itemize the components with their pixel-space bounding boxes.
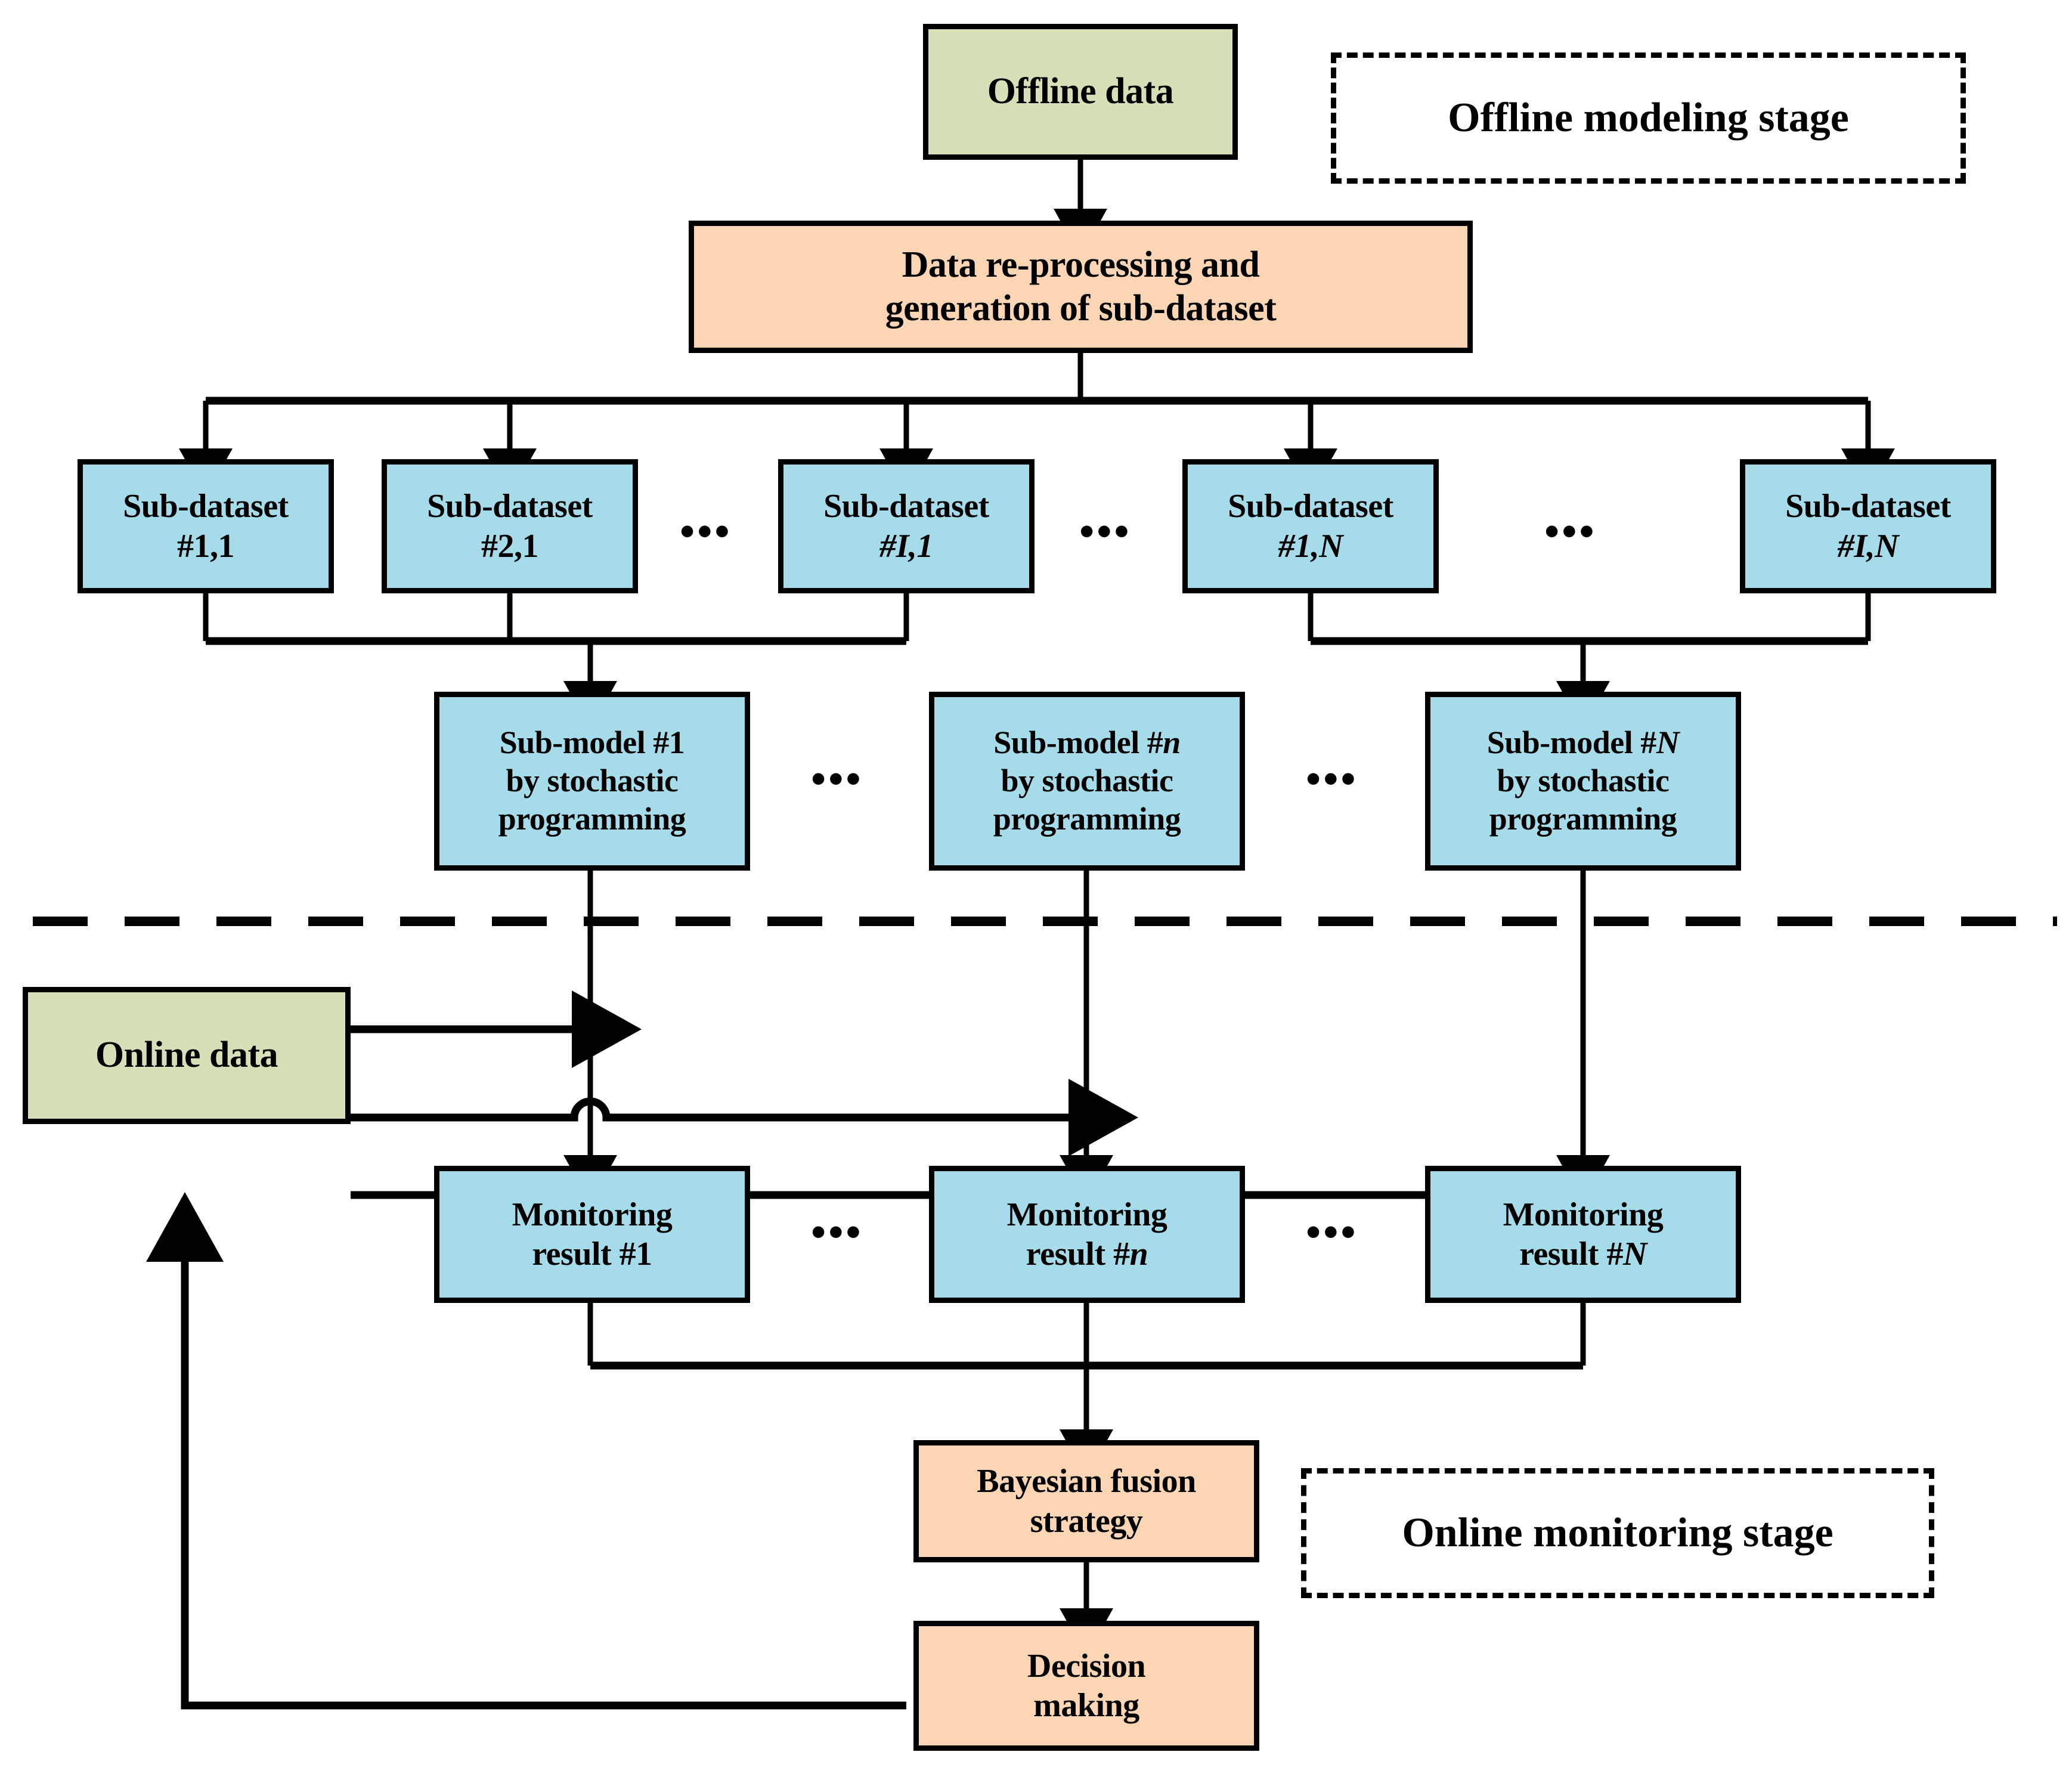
ellipsis-subdataset-row-2: ••• [1079,507,1132,555]
node-submodel-n-line1: Sub-model #n [993,725,1181,761]
node-subdataset-I-1-line2: #I,1 [879,527,933,565]
node-data-preprocessing[interactable]: Data re-processing and generation of sub… [689,221,1473,353]
node-submodel-1-line3: programming [498,800,686,837]
node-online-data-label: Online data [95,1035,278,1076]
node-submodel-N-line3: programming [1489,800,1677,837]
node-bayesian-fusion-line2: strategy [1030,1502,1143,1540]
node-submodel-N-line2: by stochastic [1497,763,1670,799]
node-subdataset-I-N-line2: #I,N [1837,527,1899,565]
node-submodel-1-line1: Sub-model #1 [499,725,685,761]
node-submodel-n-line2: by stochastic [1001,763,1174,799]
node-submodel-n[interactable]: Sub-model #n by stochastic programming [929,692,1245,871]
node-decision-making-line2: making [1033,1687,1139,1724]
node-subdataset-2-1-line2: #2,1 [481,527,539,565]
node-subdataset-2-1-line1: Sub-dataset [427,488,593,525]
node-submodel-N-line1: Sub-model #N [1486,725,1680,761]
ellipsis-submodel-row-1: ••• [811,755,863,803]
node-submodel-1-line2: by stochastic [506,763,679,799]
node-bayesian-fusion-line1: Bayesian fusion [977,1463,1196,1500]
node-subdataset-I-1-line1: Sub-dataset [823,488,989,525]
node-monitoring-result-n-line2: result #n [1026,1236,1148,1273]
ellipsis-monitoring-row-1: ••• [811,1208,863,1256]
ellipsis-monitoring-row-2: ••• [1306,1208,1358,1256]
legend-offline-modeling-stage: Offline modeling stage [1331,52,1966,184]
node-subdataset-1-1-line2: #1,1 [177,527,235,565]
node-data-preprocessing-line1: Data re-processing and [902,244,1260,285]
node-monitoring-result-n-line1: Monitoring [1006,1196,1167,1233]
node-submodel-N[interactable]: Sub-model #N by stochastic programming [1425,692,1741,871]
node-offline-data-label: Offline data [987,71,1174,112]
node-monitoring-result-1-line2: result #1 [532,1236,652,1273]
legend-online-monitoring-stage: Online monitoring stage [1301,1468,1934,1598]
node-subdataset-1-1-line1: Sub-dataset [123,488,289,525]
node-subdataset-1-N-line2: #1,N [1278,527,1343,565]
node-subdataset-I-N[interactable]: Sub-dataset #I,N [1740,459,1996,593]
node-monitoring-result-N-line2: result #N [1519,1236,1647,1273]
node-subdataset-2-1[interactable]: Sub-dataset #2,1 [382,459,638,593]
node-subdataset-1-1[interactable]: Sub-dataset #1,1 [78,459,334,593]
ellipsis-subdataset-row-1: ••• [680,507,732,555]
node-online-data[interactable]: Online data [23,987,351,1124]
node-monitoring-result-1-line1: Monitoring [512,1196,673,1233]
ellipsis-subdataset-row-3: ••• [1544,507,1597,555]
node-submodel-n-line3: programming [993,800,1181,837]
node-monitoring-result-N[interactable]: Monitoring result #N [1425,1166,1741,1303]
node-decision-making[interactable]: Decision making [913,1621,1259,1751]
node-subdataset-I-1[interactable]: Sub-dataset #I,1 [778,459,1035,593]
node-monitoring-result-N-line1: Monitoring [1503,1196,1664,1233]
node-submodel-1[interactable]: Sub-model #1 by stochastic programming [434,692,750,871]
arrow-online-to-trunk-n [351,1079,1138,1156]
legend-online-monitoring-stage-label: Online monitoring stage [1402,1510,1833,1556]
node-subdataset-I-N-line1: Sub-dataset [1785,488,1951,525]
ellipsis-submodel-row-2: ••• [1306,755,1358,803]
node-monitoring-result-n[interactable]: Monitoring result #n [929,1166,1245,1303]
node-subdataset-1-N-line1: Sub-dataset [1228,488,1393,525]
legend-offline-modeling-stage-label: Offline modeling stage [1448,95,1849,141]
node-offline-data[interactable]: Offline data [923,24,1238,160]
node-subdataset-1-N[interactable]: Sub-dataset #1,N [1182,459,1439,593]
node-decision-making-line1: Decision [1027,1647,1146,1685]
arrow-decision-feedback-to-online-data [146,1192,906,1710]
node-bayesian-fusion-strategy[interactable]: Bayesian fusion strategy [913,1440,1259,1562]
node-monitoring-result-1[interactable]: Monitoring result #1 [434,1166,750,1303]
node-data-preprocessing-line2: generation of sub-dataset [885,288,1277,329]
